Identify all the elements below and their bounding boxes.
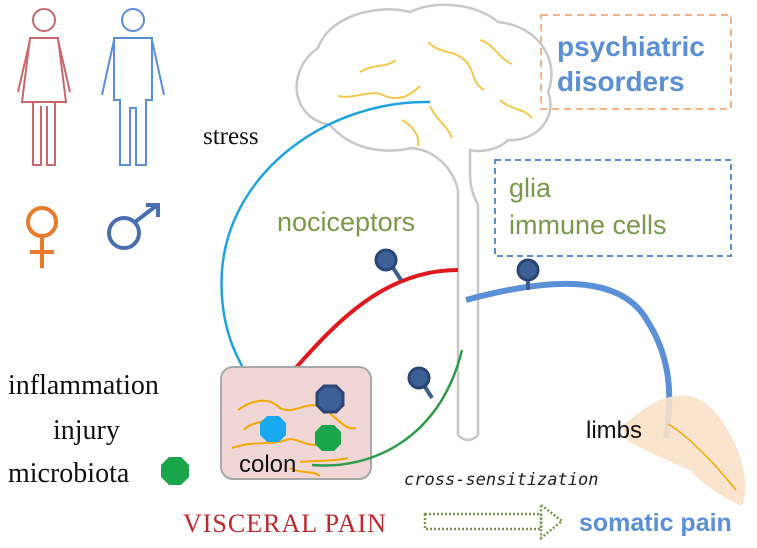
colon-neuron-body (407, 366, 431, 390)
colon-label: colon (239, 451, 297, 478)
mars-symbol-icon (107, 203, 160, 250)
colon-neuron-octagon (315, 384, 345, 414)
visceral-pain-label: VISCERAL PAIN (183, 509, 387, 538)
male-figure-icon (101, 8, 165, 166)
stress-pathway (220, 100, 431, 401)
cross-sensitization-arrow (423, 502, 565, 541)
nociceptor-neuron-body (374, 248, 398, 272)
nociceptor-pathway (290, 268, 459, 374)
psychiatric-label: psychiatric (557, 31, 705, 62)
cross-sensitization-label: cross-sensitization (404, 470, 599, 490)
female-figure-icon (17, 8, 71, 166)
limb-nerve (667, 423, 737, 491)
nociceptors-label: nociceptors (277, 207, 416, 237)
microbiota-legend-icon (161, 457, 189, 485)
psychiatric-box (540, 14, 732, 110)
immune-cell-icon (260, 416, 286, 442)
stress-label: stress (203, 123, 259, 150)
inflammation-label: inflammation (8, 370, 159, 401)
glia-label: glia (509, 173, 552, 203)
disorders-label: disorders (557, 66, 685, 97)
brain-outline (295, 3, 553, 442)
glia-box (494, 159, 732, 257)
microbiota-label: microbiota (8, 458, 130, 489)
limb-shape (622, 395, 746, 506)
colon-pathway (311, 349, 464, 467)
microbe-icon (315, 425, 341, 451)
somatic-pain-label: somatic pain (579, 509, 732, 537)
injury-label: injury (53, 415, 120, 446)
colon-nerve-fibers (231, 399, 357, 477)
somatic-neuron-body (516, 258, 540, 282)
brain-folds (337, 39, 533, 147)
venus-symbol-icon (26, 206, 58, 268)
immune-cells-label: immune cells (509, 210, 667, 240)
limbs-label: limbs (586, 417, 643, 444)
